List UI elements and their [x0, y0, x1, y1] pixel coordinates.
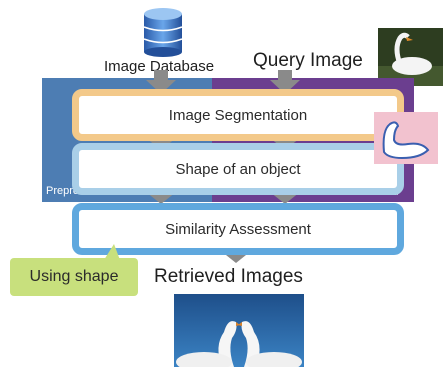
using-shape-label: Using shape [29, 268, 119, 285]
shape-of-object-label: Shape of an object [175, 160, 301, 178]
image-segmentation-stage: Image Segmentation [72, 89, 404, 141]
arrow-db-to-seg [146, 70, 176, 94]
swan-outline-image [374, 112, 438, 164]
note-pointer [104, 244, 120, 260]
query-image [378, 28, 443, 86]
similarity-assessment-stage: Similarity Assessment [72, 203, 404, 255]
arrow-query-to-seg [270, 70, 300, 94]
using-shape-note: Using shape [10, 258, 138, 296]
shape-of-object-stage: Shape of an object [72, 143, 404, 195]
retrieved-image [174, 294, 304, 367]
retrieved-images-label: Retrieved Images [154, 266, 303, 287]
similarity-assessment-label: Similarity Assessment [165, 220, 311, 238]
database-icon [141, 6, 185, 58]
query-label: Query Image [253, 50, 363, 71]
database-label: Image Database [104, 58, 215, 75]
image-segmentation-label: Image Segmentation [168, 106, 308, 124]
